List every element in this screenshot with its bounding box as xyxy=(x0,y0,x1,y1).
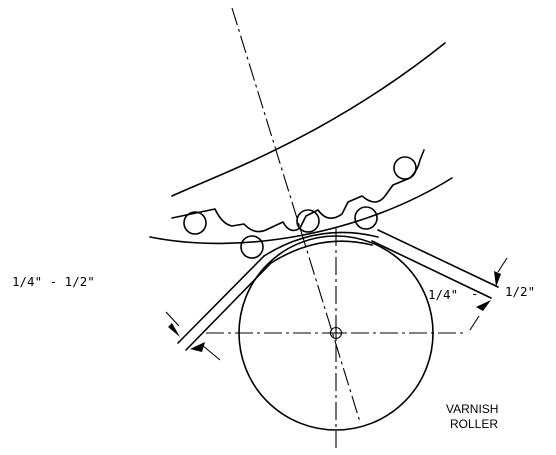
gripper-pin-5 xyxy=(393,156,417,180)
web-right-inner xyxy=(371,240,492,299)
right-dim-arrowhead-top xyxy=(494,271,501,287)
right-gap-min: 1/4" xyxy=(428,287,458,302)
web-top-arc xyxy=(263,231,379,257)
gripper-profile xyxy=(171,149,425,233)
gripper-pin-1 xyxy=(183,211,207,235)
web-right-outer xyxy=(377,229,499,288)
left-dim-arrow-bottom-line xyxy=(201,344,221,361)
right-dim-arrowhead-bottom xyxy=(476,300,491,311)
gripper-pin-4 xyxy=(354,206,378,230)
web-left-outer xyxy=(177,255,265,344)
left-dim-arrowhead-top xyxy=(168,323,180,337)
gripper-pin-3 xyxy=(296,209,320,233)
cylinder-inner-arc xyxy=(149,177,453,245)
right-gap-max: 1/2" xyxy=(505,284,535,299)
roller-label-line1: VARNISH xyxy=(446,402,498,416)
right-gap-separator: - xyxy=(471,286,479,301)
left-dim-arrow-top-line xyxy=(165,311,180,327)
gripper-pin-2 xyxy=(240,235,264,259)
web-left-inner xyxy=(185,262,272,351)
cylinder-radial-centerline xyxy=(231,7,361,423)
right-dim-arrow-bottom-line xyxy=(469,315,480,331)
right-dim-arrow-top-line xyxy=(497,257,508,273)
left-dim-arrowhead-bottom xyxy=(190,342,205,352)
left-gap-dimension: 1/4" - 1/2" xyxy=(12,274,95,289)
cylinder-outer-arc xyxy=(171,42,446,197)
roller-label-line2: ROLLER xyxy=(450,417,498,431)
web-top-arc-inner xyxy=(270,240,373,264)
